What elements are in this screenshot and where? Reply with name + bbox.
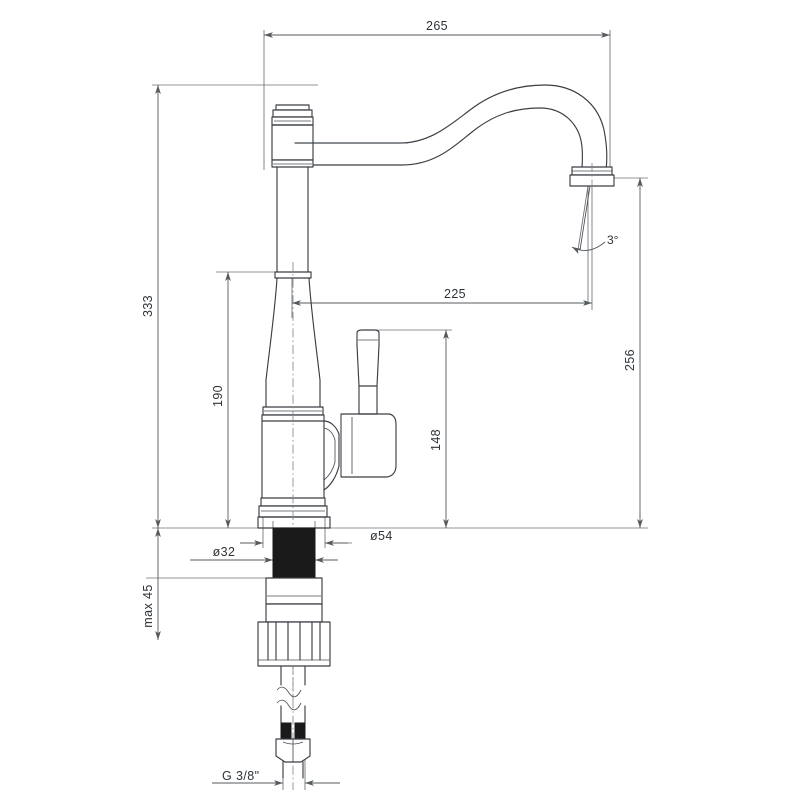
dim-256-label: 256 <box>623 349 637 371</box>
castellated-nut <box>257 621 331 667</box>
dim-max45-label: max 45 <box>141 584 155 627</box>
dimension-265: 265 <box>264 19 610 38</box>
lock-nut-upper <box>265 577 323 605</box>
dimension-thread: G 3/8" <box>212 769 340 786</box>
supply-hose <box>276 665 306 790</box>
dimension-148: 148 <box>429 330 449 528</box>
lever-handle <box>340 329 397 478</box>
column-collar-lower-ring <box>271 159 314 168</box>
dim-angle-label: 3° <box>607 233 619 247</box>
dimension-d32: ø32 <box>190 545 338 563</box>
handle-hub <box>340 413 397 478</box>
dimension-angle: 3° <box>571 185 619 303</box>
handle-shoulder <box>323 420 340 491</box>
dim-225-label: 225 <box>444 287 466 301</box>
dimension-256: 256 <box>623 178 643 528</box>
lock-nut-lower <box>265 603 323 623</box>
faucet-body-geometry <box>257 84 615 790</box>
dimension-225: 225 <box>292 287 592 306</box>
dim-190-label: 190 <box>211 385 225 407</box>
handle-shoulder-inner <box>323 427 336 481</box>
dimension-190: 190 <box>211 272 231 528</box>
dimension-max45: max 45 <box>141 528 161 640</box>
spout-outer-curve <box>294 84 608 171</box>
base-plate <box>257 516 331 529</box>
dim-thread-label: G 3/8" <box>222 769 259 783</box>
dim-333-label: 333 <box>141 295 155 317</box>
dim-d54-label: ø54 <box>370 529 393 543</box>
spout-aerator <box>569 163 615 192</box>
dimension-d54: ø54 <box>240 529 393 546</box>
column-top-collar <box>271 104 314 126</box>
dimension-333: 333 <box>141 85 161 528</box>
dim-d32-label: ø32 <box>213 545 236 559</box>
spout-inner-curve <box>295 107 584 171</box>
thread-connector <box>275 722 311 779</box>
extension-lines <box>146 30 648 790</box>
mounting-shank <box>272 527 316 579</box>
dim-148-label: 148 <box>429 429 443 451</box>
dim-265-label: 265 <box>426 19 448 33</box>
